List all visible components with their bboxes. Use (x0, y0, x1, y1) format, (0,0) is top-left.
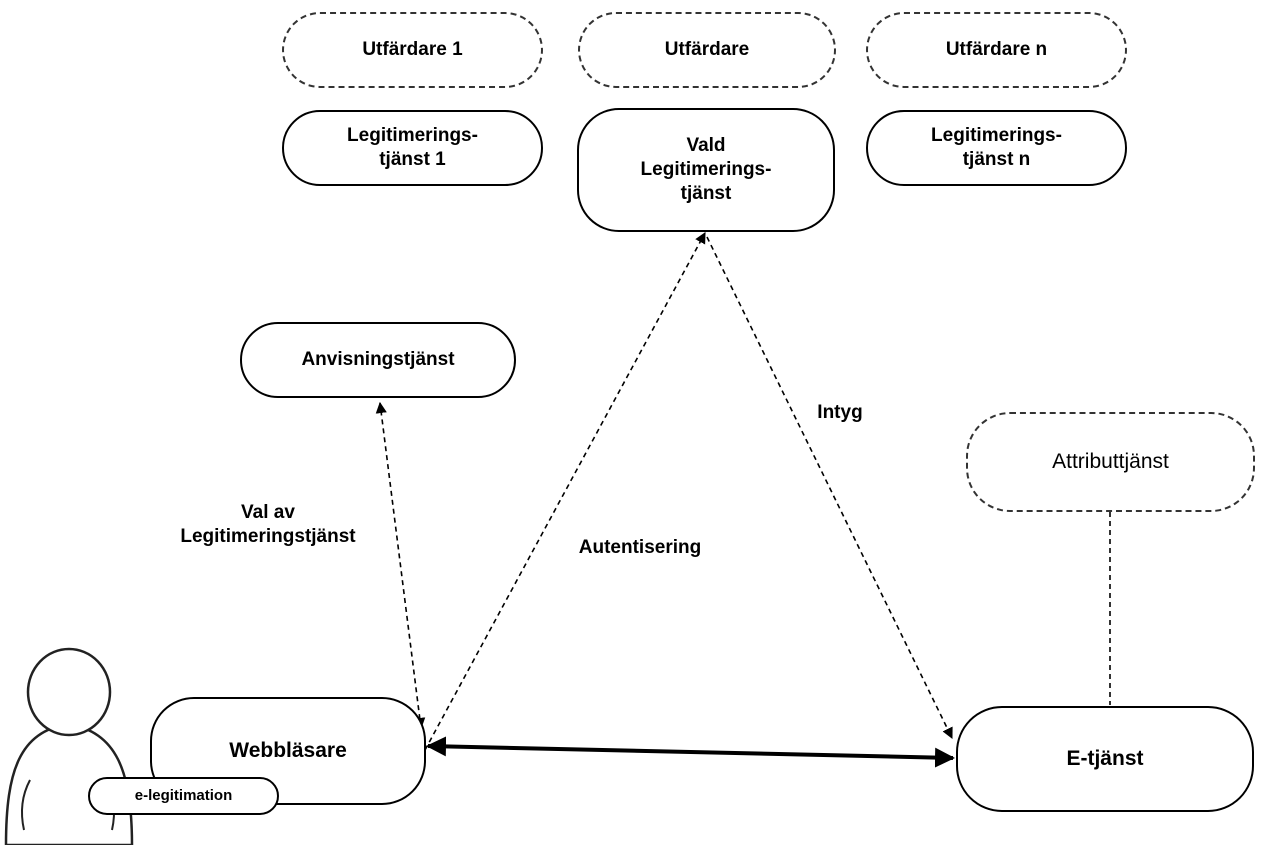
eid-token: e-legitimation (88, 777, 279, 815)
label-assertion: Intyg (817, 402, 863, 423)
eservice-node: E-tjänst (956, 706, 1254, 812)
edge-browser-discovery (375, 401, 426, 730)
label-select-idp: Val av Legitimeringstjänst (180, 502, 356, 547)
edge-assertion (706, 236, 953, 740)
edge-browser-eservice (426, 736, 955, 768)
issuer-node: Utfärdare (578, 12, 836, 88)
issuer-n-node: Utfärdare n (866, 12, 1127, 88)
discovery-service-node: Anvisningstjänst (240, 322, 516, 398)
label-authentication: Autentisering (578, 537, 702, 558)
edge-authentication (424, 232, 706, 751)
attribute-service-node: Attributtjänst (966, 412, 1255, 512)
issuer-1-node: Utfärdare 1 (282, 12, 543, 88)
idp-n-node: Legitimerings- tjänst n (866, 110, 1127, 186)
idp-1-node: Legitimerings- tjänst 1 (282, 110, 543, 186)
idp-selected-node: Vald Legitimerings- tjänst (577, 108, 835, 232)
user-icon (4, 647, 134, 845)
